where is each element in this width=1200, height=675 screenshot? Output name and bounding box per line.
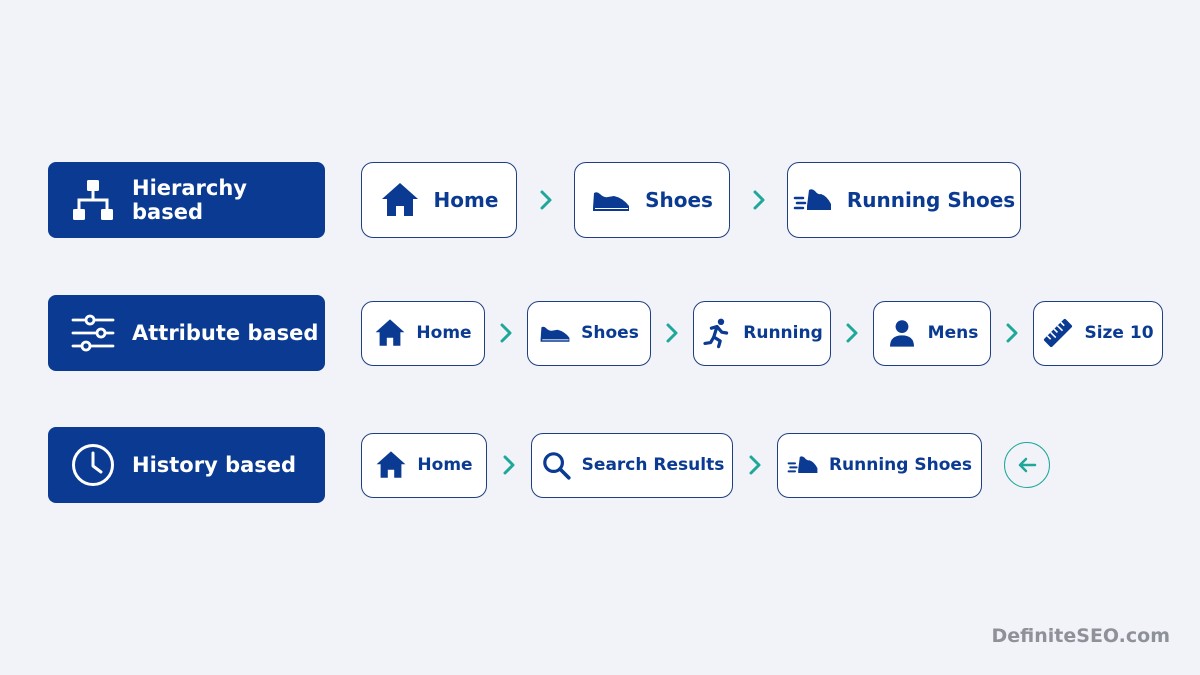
crumb-home[interactable]: Home: [361, 300, 485, 366]
running-shoe-icon: [793, 180, 833, 220]
home-icon: [375, 449, 407, 481]
crumb-mens[interactable]: Mens: [873, 300, 991, 366]
chevron-right-icon: [485, 321, 527, 345]
hierarchy-row: Hierarchy based Home Shoes Running Shoes: [48, 162, 1021, 238]
crumb-label: Home: [433, 188, 499, 212]
crumb-label: Shoes: [581, 323, 639, 343]
sliders-icon: [70, 310, 116, 356]
crumb-running[interactable]: Running: [693, 300, 831, 366]
row-label-text: Attribute based: [132, 321, 319, 345]
crumb-label: Search Results: [581, 455, 725, 475]
shoe-icon: [539, 317, 571, 349]
chevron-right-icon: [733, 453, 777, 477]
crumb-search-results[interactable]: Search Results: [531, 432, 733, 498]
crumb-running-shoes[interactable]: Running Shoes: [787, 162, 1021, 238]
row-label-text: History based: [132, 453, 297, 477]
breadcrumb: Home Search Results Running Shoes: [361, 432, 1050, 498]
crumb-size[interactable]: Size 10: [1033, 300, 1163, 366]
brand-watermark: DefiniteSEO.com: [991, 625, 1170, 647]
hierarchy-label: Hierarchy based: [48, 162, 325, 238]
back-arrow-icon: [1018, 457, 1037, 473]
crumb-shoes[interactable]: Shoes: [574, 162, 730, 238]
history-label: History based: [48, 427, 325, 503]
shoe-icon: [591, 180, 631, 220]
crumb-label: Mens: [927, 323, 979, 343]
chevron-right-icon: [831, 321, 873, 345]
chevron-right-icon: [487, 453, 531, 477]
crumb-label: Size 10: [1084, 323, 1154, 343]
running-shoe-icon: [787, 449, 819, 481]
crumb-running-shoes[interactable]: Running Shoes: [777, 432, 982, 498]
home-icon: [380, 180, 420, 220]
crumb-home[interactable]: Home: [361, 162, 517, 238]
crumb-home[interactable]: Home: [361, 432, 487, 498]
chevron-right-icon: [991, 321, 1033, 345]
home-icon: [374, 317, 406, 349]
crumb-label: Running Shoes: [828, 455, 973, 475]
attribute-label: Attribute based: [48, 295, 325, 371]
crumb-label: Home: [416, 323, 472, 343]
clock-icon: [70, 442, 116, 488]
person-icon: [886, 317, 918, 349]
runner-icon: [701, 317, 733, 349]
sitemap-icon: [70, 177, 116, 223]
chevron-right-icon: [651, 321, 693, 345]
ruler-icon: [1042, 317, 1074, 349]
breadcrumb: Home Shoes: [361, 300, 1163, 366]
breadcrumb: Home Shoes Running Shoes: [361, 162, 1021, 238]
crumb-label: Running: [743, 323, 823, 343]
chevron-right-icon: [517, 188, 574, 212]
crumb-label: Home: [417, 455, 473, 475]
crumb-shoes[interactable]: Shoes: [527, 300, 651, 366]
search-icon: [540, 449, 572, 481]
crumb-label: Running Shoes: [846, 188, 1016, 212]
back-button[interactable]: [1004, 442, 1050, 488]
crumb-label: Shoes: [645, 188, 713, 212]
chevron-right-icon: [730, 188, 787, 212]
history-row: History based Home Search Results Runnin…: [48, 427, 1050, 503]
attribute-row: Attribute based Home Shoes: [48, 295, 1163, 371]
row-label-text: Hierarchy based: [132, 176, 247, 224]
